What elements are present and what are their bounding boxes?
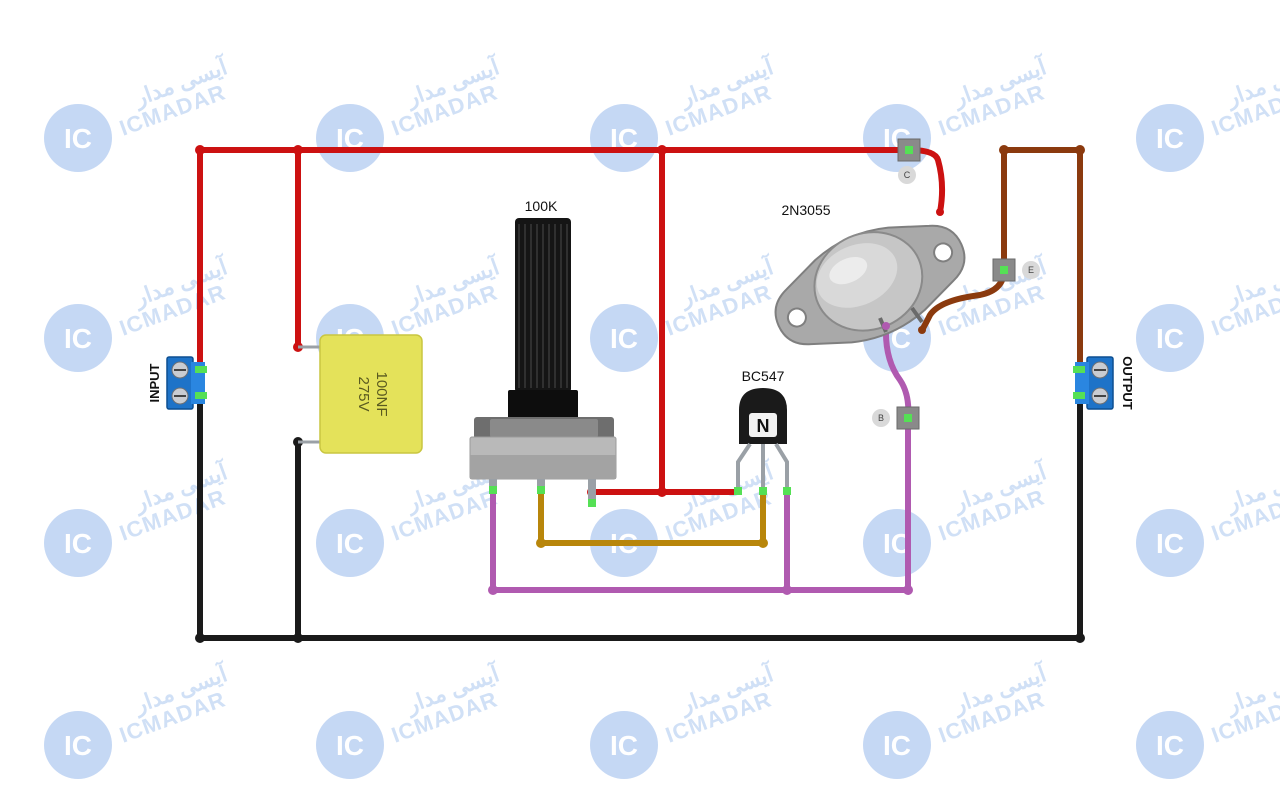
wire-emitter-to-2n3055 — [919, 267, 1007, 333]
input-terminal-block: INPUT — [147, 356, 207, 410]
watermark-logo — [1136, 104, 1204, 172]
output-terminal-block: OUTPUT — [1073, 356, 1135, 410]
potentiometer-knurl — [518, 224, 568, 388]
2n3055-collector-tag: C — [904, 170, 911, 180]
transistor-2n3055: 2N3055 C E — [774, 138, 1040, 430]
watermark-logo — [316, 104, 384, 172]
capacitor-voltage-label: 275V — [355, 376, 372, 411]
watermark-logo — [44, 711, 112, 779]
2n3055-emitter-pad: E — [992, 258, 1040, 282]
watermark-logo-text: IC — [1156, 123, 1184, 154]
bc547-label: BC547 — [742, 368, 785, 384]
watermark-logo-text: IC — [1156, 528, 1184, 559]
junction-dot — [488, 585, 498, 595]
watermark-logo — [316, 711, 384, 779]
watermark-logo — [863, 509, 931, 577]
watermark-logo — [316, 509, 384, 577]
watermark-logo-text: IC — [336, 730, 364, 761]
watermark-logo-text: IC — [1156, 730, 1184, 761]
watermark-logo-text: IC — [64, 730, 92, 761]
watermark-logo — [44, 509, 112, 577]
watermark-logo — [590, 711, 658, 779]
junctions — [195, 145, 1085, 643]
wire-base-to-2n3055 — [882, 325, 912, 421]
watermark-logo — [1136, 711, 1204, 779]
watermark-logo — [590, 304, 658, 372]
watermark-logo-text: IC — [336, 528, 364, 559]
junction-dot — [195, 633, 205, 643]
junction-dot — [1075, 633, 1085, 643]
bc547-marking: N — [757, 416, 770, 436]
junction-dot — [536, 538, 546, 548]
potentiometer: 100K — [469, 198, 617, 507]
2n3055-emitter-tag: E — [1028, 265, 1034, 275]
watermark-logo-text: IC — [610, 730, 638, 761]
watermark-logo — [1136, 304, 1204, 372]
watermark-logo — [863, 711, 931, 779]
capacitor-value-label: 100NF — [373, 371, 390, 416]
2n3055-label: 2N3055 — [781, 202, 830, 218]
junction-dot — [758, 538, 768, 548]
junction-dot — [293, 145, 303, 155]
watermark-logo-text: IC — [64, 123, 92, 154]
junction-dot — [782, 585, 792, 595]
watermark-logo-text: IC — [883, 730, 911, 761]
junction-dot — [293, 633, 303, 643]
potentiometer-value-label: 100K — [525, 198, 558, 214]
watermark-logo — [44, 104, 112, 172]
transistor-bc547: BC547 N — [734, 368, 791, 495]
2n3055-base-pad: B — [872, 406, 920, 430]
capacitor: 100NF 275V — [298, 334, 423, 454]
watermark-logo-text: IC — [1156, 323, 1184, 354]
capacitor-body — [319, 334, 423, 454]
junction-dot — [999, 145, 1009, 155]
wire-collector-to-2n3055 — [907, 147, 946, 215]
watermark-logo — [44, 304, 112, 372]
watermark-logo — [590, 104, 658, 172]
junction-dot — [195, 145, 205, 155]
watermark-logo-text: IC — [610, 323, 638, 354]
2n3055-base-tag: B — [878, 413, 884, 423]
wires — [197, 147, 1083, 641]
wire-emitter-to-output — [1001, 147, 1083, 373]
input-label: INPUT — [147, 363, 162, 402]
junction-dot — [657, 487, 667, 497]
wire-pot-wiper-to-bc547-base — [538, 489, 766, 546]
wire-pot-to-2n3055-base — [490, 415, 911, 593]
2n3055-collector-pad: C — [897, 138, 921, 184]
junction-dot — [903, 585, 913, 595]
junction-dot — [657, 145, 667, 155]
output-label: OUTPUT — [1120, 356, 1135, 410]
junction-dot — [1075, 145, 1085, 155]
watermark-logo — [1136, 509, 1204, 577]
watermark-logo-text: IC — [64, 528, 92, 559]
watermark-logo-text: IC — [64, 323, 92, 354]
